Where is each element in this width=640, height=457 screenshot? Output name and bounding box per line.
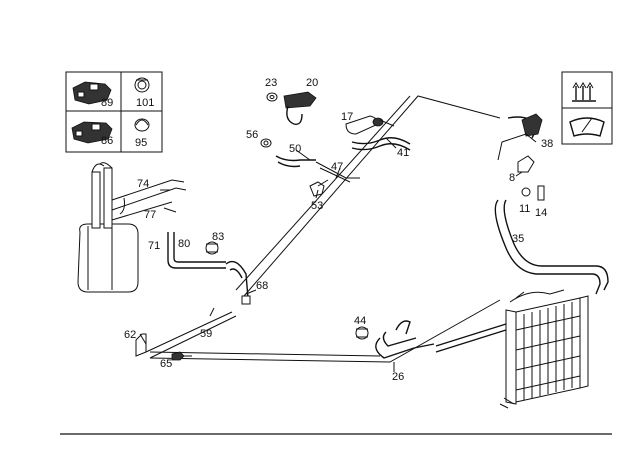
part-44-grommet bbox=[355, 326, 369, 340]
legend-label-89: 89 bbox=[101, 97, 113, 109]
connector-86-drawing bbox=[71, 121, 113, 144]
callout-labels: 23 20 17 56 50 47 41 53 38 8 11 14 35 74… bbox=[124, 77, 553, 383]
part-38-valve bbox=[521, 113, 543, 137]
callout-59: 59 bbox=[200, 328, 212, 340]
part-20-bracket bbox=[283, 91, 317, 125]
components bbox=[135, 91, 545, 361]
callout-80: 80 bbox=[178, 238, 190, 250]
callout-26: 26 bbox=[392, 371, 404, 383]
part-56-cap bbox=[260, 138, 272, 148]
callout-44: 44 bbox=[354, 315, 366, 327]
callout-71: 71 bbox=[148, 240, 160, 252]
leader-lines bbox=[139, 133, 537, 372]
heat-defrost-icon bbox=[572, 82, 596, 102]
callout-47: 47 bbox=[331, 161, 343, 173]
legend-label-86: 86 bbox=[101, 135, 113, 147]
windshield-icon bbox=[569, 117, 605, 137]
legend-box: 89 101 86 95 bbox=[65, 71, 163, 153]
callout-65: 65 bbox=[160, 358, 172, 370]
callout-20: 20 bbox=[306, 77, 318, 89]
callout-14: 14 bbox=[535, 207, 547, 219]
callout-68: 68 bbox=[256, 280, 268, 292]
part-62-bracket bbox=[135, 333, 147, 357]
part-17-pump bbox=[345, 115, 395, 135]
connector-89-drawing bbox=[72, 81, 112, 105]
callout-77: 77 bbox=[144, 209, 156, 221]
legend-label-101: 101 bbox=[136, 97, 154, 109]
part-14-fitting bbox=[537, 185, 545, 201]
callout-23: 23 bbox=[265, 77, 277, 89]
grommet-101-drawing bbox=[134, 77, 150, 93]
callout-56: 56 bbox=[246, 129, 258, 141]
callout-11: 11 bbox=[519, 203, 530, 215]
callout-8: 8 bbox=[509, 172, 515, 184]
callout-35: 35 bbox=[512, 233, 524, 245]
legend-label-95: 95 bbox=[135, 137, 147, 149]
part-11-fitting bbox=[521, 187, 531, 197]
part-8-tee bbox=[517, 155, 535, 173]
callout-41: 41 bbox=[397, 147, 409, 159]
callout-83: 83 bbox=[212, 231, 224, 243]
callout-50: 50 bbox=[289, 143, 301, 155]
washer-reservoir bbox=[77, 162, 187, 293]
heater-core-fins bbox=[515, 302, 581, 400]
callout-53: 53 bbox=[311, 200, 323, 212]
callout-38: 38 bbox=[541, 138, 553, 150]
symbol-box bbox=[561, 71, 613, 145]
part-65-bolt bbox=[171, 351, 192, 361]
hose-lines bbox=[145, 95, 609, 363]
heater-core bbox=[499, 289, 589, 409]
part-53-valve bbox=[309, 179, 329, 197]
part-23-grommet bbox=[266, 92, 278, 102]
part-83-grommet bbox=[205, 241, 219, 255]
callout-74: 74 bbox=[137, 178, 149, 190]
callout-17: 17 bbox=[341, 111, 353, 123]
callout-62: 62 bbox=[124, 329, 136, 341]
clip-95-drawing bbox=[134, 118, 150, 132]
